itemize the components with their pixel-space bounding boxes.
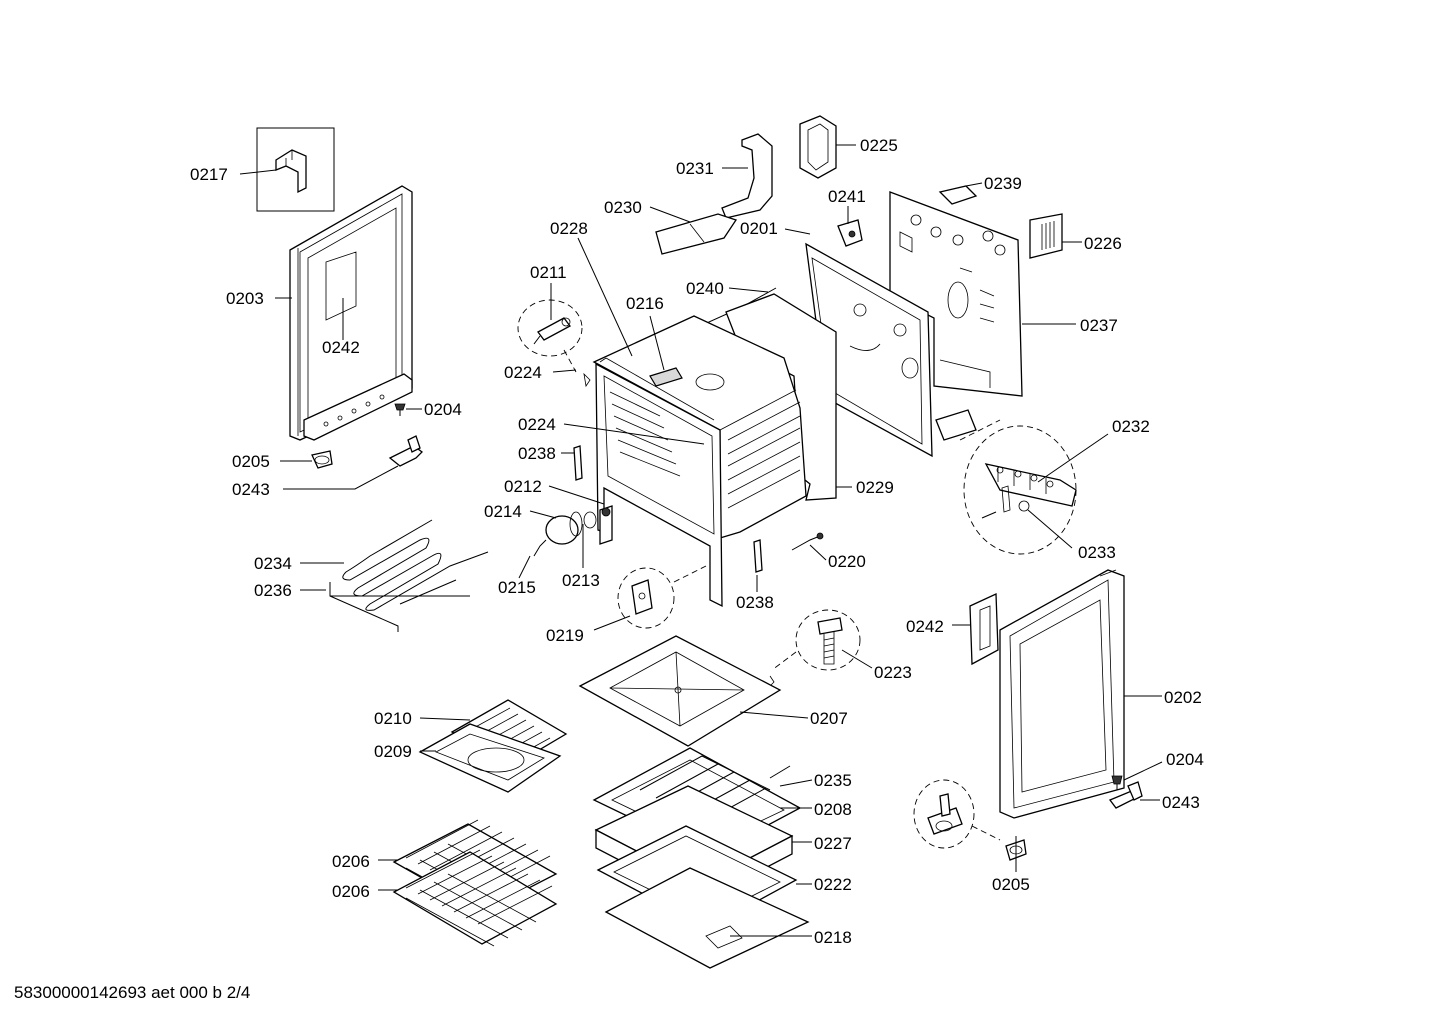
screw-0204-part bbox=[394, 403, 406, 416]
label-0215: 0215 bbox=[498, 578, 536, 597]
label-0227: 0227 bbox=[814, 834, 852, 853]
label-0243-b: 0243 bbox=[1162, 793, 1200, 812]
label-0242: 0242 bbox=[322, 338, 360, 357]
label-0231: 0231 bbox=[676, 159, 714, 178]
label-0234: 0234 bbox=[254, 554, 292, 573]
label-0214: 0214 bbox=[484, 502, 522, 521]
detail-circle-0205 bbox=[913, 779, 975, 849]
label-0224: 0224 bbox=[504, 363, 542, 382]
label-0216: 0216 bbox=[626, 294, 664, 313]
left-door-part bbox=[289, 185, 413, 441]
label-0235: 0235 bbox=[814, 771, 852, 790]
rear-panel-0237-part bbox=[889, 191, 1023, 397]
label-0223: 0223 bbox=[874, 663, 912, 682]
hinge-0243-part bbox=[388, 435, 423, 467]
bracket-0219-part bbox=[631, 579, 653, 615]
label-0242-b: 0242 bbox=[906, 617, 944, 636]
label-0206: 0206 bbox=[332, 852, 370, 871]
label-0206-b: 0206 bbox=[332, 882, 370, 901]
connector-0232-part bbox=[984, 463, 1077, 507]
label-0226: 0226 bbox=[1084, 234, 1122, 253]
label-0204: 0204 bbox=[424, 400, 462, 419]
rail-0238b-part bbox=[753, 539, 763, 573]
connector-0220-part bbox=[791, 532, 824, 551]
label-0212: 0212 bbox=[504, 477, 542, 496]
plate-0239-part bbox=[938, 185, 978, 205]
label-0204-b: 0204 bbox=[1166, 750, 1204, 769]
label-0209: 0209 bbox=[374, 742, 412, 761]
duct-0230-part bbox=[655, 213, 738, 255]
label-0222: 0222 bbox=[814, 875, 852, 894]
cover-0226-part bbox=[1029, 213, 1063, 259]
label-0207: 0207 bbox=[810, 709, 848, 728]
label-0230: 0230 bbox=[604, 198, 642, 217]
label-0201: 0201 bbox=[740, 219, 778, 238]
grill-element-part bbox=[342, 519, 489, 611]
label-0237: 0237 bbox=[1080, 316, 1118, 335]
screw-0204b-part bbox=[1111, 775, 1123, 790]
plate-0218-part bbox=[604, 867, 810, 969]
label-0229: 0229 bbox=[856, 478, 894, 497]
detail-circle-0223 bbox=[795, 609, 861, 671]
label-0228: 0228 bbox=[550, 219, 588, 238]
rail-0238a-part bbox=[573, 445, 583, 481]
label-0205-b: 0205 bbox=[992, 875, 1030, 894]
label-0203: 0203 bbox=[226, 289, 264, 308]
hinge-0205-part bbox=[311, 450, 333, 469]
bottom-tray-0207-part bbox=[578, 635, 782, 747]
screw-0224a-part bbox=[583, 372, 591, 388]
lamp-0214-part bbox=[545, 511, 583, 545]
sensor-0211-part bbox=[533, 317, 571, 345]
hinge-0205b-part bbox=[927, 793, 963, 835]
label-0238-b: 0238 bbox=[736, 593, 774, 612]
label-0236: 0236 bbox=[254, 581, 292, 600]
label-0238: 0238 bbox=[518, 444, 556, 463]
duct-0231-part bbox=[721, 133, 773, 219]
screw-0223-part bbox=[817, 617, 843, 665]
label-0218: 0218 bbox=[814, 928, 852, 947]
label-0239: 0239 bbox=[984, 174, 1022, 193]
label-0243: 0243 bbox=[232, 480, 270, 499]
label-0211: 0211 bbox=[530, 263, 567, 282]
label-0208: 0208 bbox=[814, 800, 852, 819]
document-id: 58300000142693 aet 000 b 2/4 bbox=[14, 983, 250, 1002]
bracket-0241-part bbox=[837, 219, 863, 247]
element-0235-part bbox=[769, 765, 791, 779]
hinge-bracket-part bbox=[275, 149, 307, 194]
label-0217: 0217 bbox=[190, 165, 228, 184]
label-0241: 0241 bbox=[828, 187, 866, 206]
wire-0215-part bbox=[533, 539, 547, 557]
label-0233: 0233 bbox=[1078, 543, 1116, 562]
terminal-block-part bbox=[935, 409, 977, 441]
detail-circle-0219 bbox=[617, 567, 675, 629]
label-0220: 0220 bbox=[828, 552, 866, 571]
oven-cavity-part bbox=[592, 315, 807, 608]
rack-0206b-part bbox=[392, 849, 558, 947]
cover-0225-part bbox=[799, 115, 837, 179]
label-0205: 0205 bbox=[232, 452, 270, 471]
hinge-0243b-part bbox=[1108, 781, 1143, 809]
detail-box-0217 bbox=[256, 127, 335, 212]
lamp-holder-part bbox=[599, 505, 613, 545]
right-door-part bbox=[999, 569, 1125, 819]
label-0224-b: 0224 bbox=[518, 415, 556, 434]
label-0225: 0225 bbox=[860, 136, 898, 155]
grill-pan-0209-part bbox=[418, 723, 562, 793]
label-0210: 0210 bbox=[374, 709, 412, 728]
detail-circle-0211 bbox=[517, 299, 583, 357]
bracket-0242b-part bbox=[969, 593, 999, 666]
screw-0233-part bbox=[981, 485, 1030, 519]
label-0213: 0213 bbox=[562, 571, 600, 590]
label-0202: 0202 bbox=[1164, 688, 1202, 707]
label-0232: 0232 bbox=[1112, 417, 1150, 436]
label-0219: 0219 bbox=[546, 626, 584, 645]
label-0240: 0240 bbox=[686, 279, 724, 298]
element-bracket-part bbox=[329, 579, 470, 632]
